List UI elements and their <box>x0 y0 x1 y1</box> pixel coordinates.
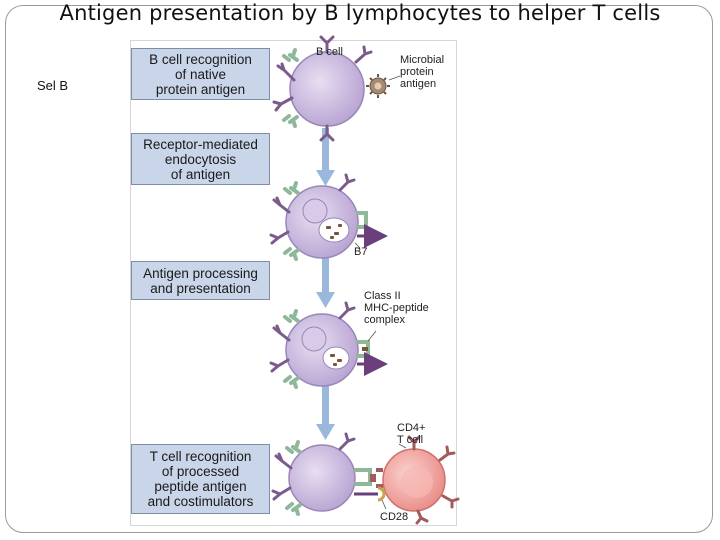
label-b7: B7 <box>354 246 368 258</box>
stage-arrows <box>316 128 335 440</box>
step-box-endocytosis: Receptor-mediated endocytosis of antigen <box>131 133 270 185</box>
step-box-t-cell-recognition: T cell recognition of processed peptide … <box>131 444 270 514</box>
label-b-cell: B cell <box>316 46 343 58</box>
label-cd4-t-cell: CD4+ T cell <box>397 422 426 446</box>
label-cd28: CD28 <box>380 511 409 523</box>
slide-frame <box>5 5 713 533</box>
cell-pair-stage-4 <box>271 432 460 525</box>
step-box-processing: Antigen processing and presentation <box>131 261 270 300</box>
down-arrow-3 <box>316 384 335 440</box>
label-class-ii-complex: Class II MHC-peptide complex <box>364 290 429 326</box>
slide-title: Antigen presentation by B lymphocytes to… <box>59 1 661 25</box>
down-arrow-1 <box>316 128 335 186</box>
b-cell-stage-2 <box>269 173 388 261</box>
step-box-recognition: B cell recognition of native protein ant… <box>131 48 270 100</box>
down-arrow-2 <box>316 255 335 308</box>
b-cell-stage-3 <box>269 301 388 389</box>
label-microbial-antigen: Microbial protein antigen <box>400 54 445 90</box>
side-label: Sel B <box>37 78 69 93</box>
b-cell-stage-1 <box>272 35 401 142</box>
